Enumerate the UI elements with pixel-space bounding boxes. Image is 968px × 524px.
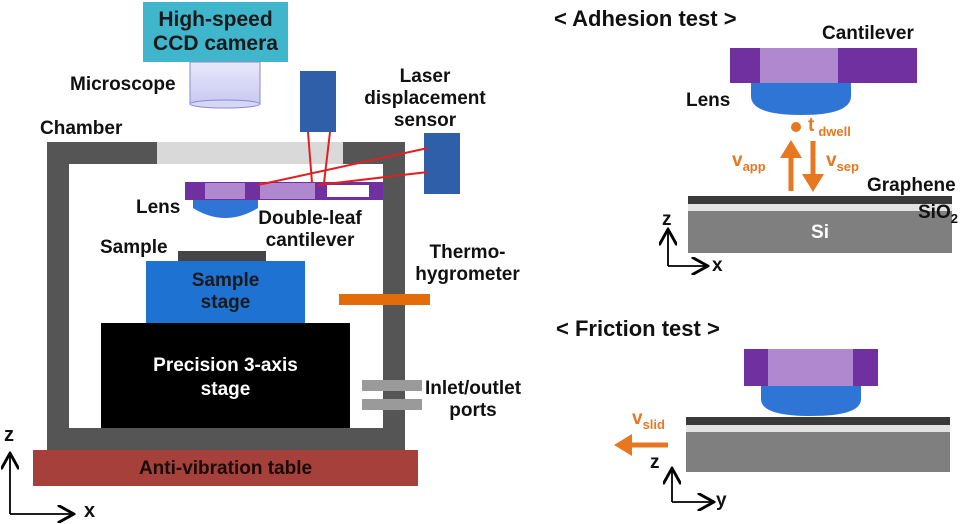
port-2 [362,399,422,410]
microscope-lens-end [189,99,261,109]
camera-label: High-speed CCD camera [153,8,278,55]
sample-stage [146,261,305,323]
table-label: Anti-vibration table [138,458,313,479]
chamber-right-wall [383,142,405,428]
v-slid-sub: slid [642,417,665,432]
setup-axis-z-label: z [4,424,14,446]
friction-axis-z-label: z [650,452,660,473]
sliding-arrowhead [614,434,632,456]
setup-axes [10,455,72,514]
friction-axis-y-label: y [716,490,727,511]
thermo-hygrometer [339,294,430,305]
chamber-bottom [47,428,405,450]
adhesion-title: < Adhesion test > [554,6,737,31]
dwell-point [791,122,801,132]
adhesion-axis-x-label: x [712,255,723,276]
friction-axes [672,470,712,502]
v-sep-main: v [826,150,837,171]
dwell-main: t [808,115,815,136]
microscope-tube [189,61,261,105]
sample [178,251,266,261]
cantilever-slot [327,185,369,197]
setup-lens [193,200,258,218]
ccd-camera [143,2,288,62]
chamber-window [157,142,343,164]
friction-graphene [686,417,950,425]
sio2-sub: 2 [950,211,958,226]
sample-stage-label: Sample stage [191,270,260,313]
laser-sensor-top [300,71,336,132]
adhesion-axis-z-label: z [662,209,672,230]
friction-title: < Friction test > [556,316,720,341]
chamber-left-wall [47,142,69,428]
laser-beams [257,131,429,186]
v-sep-label: vsep [826,150,859,174]
precision-stage-label: Precision 3-axis stage [153,355,298,400]
v-slid-label: vslid [632,408,665,432]
adhesion-arrows [788,141,816,191]
port-1 [362,380,422,391]
separation-arrowhead [802,174,824,192]
cantilever-label: Double-leaf cantilever [258,208,362,251]
cantilever-light-2 [260,183,315,199]
adhesion-axes [668,231,706,266]
v-app-main: v [732,150,743,171]
friction-lens [761,386,861,416]
microscope-label: Microscope [70,74,176,95]
laser-sensor-label: Laser displacement sensor [364,66,486,131]
chamber-top-left [47,142,157,164]
friction-sio2 [686,425,950,432]
adhesion-si [688,211,952,253]
lens-label: Lens [136,197,181,218]
sample-label: Sample [100,237,168,258]
precision-stage [101,323,350,428]
chamber-label: Chamber [40,118,123,139]
anti-vibration-table [33,450,418,486]
ports-label: Inlet/outlet ports [424,378,522,421]
adhesion-cantilever-label: Cantilever [822,23,914,44]
v-app-label: vapp [732,150,766,174]
cantilever-light-1 [205,183,245,199]
adhesion-lens [751,83,851,115]
v-sep-sub: sep [836,159,859,174]
si-label: Si [811,222,829,243]
adhesion-lens-label: Lens [686,90,731,111]
adhesion-cantilever-light [760,48,838,83]
friction-si [686,432,950,472]
laser-sensor-side [424,133,460,194]
sio2-label: SiO2 [918,202,958,226]
v-slid-main: v [632,408,643,429]
adhesion-sio2 [688,204,952,211]
approach-arrowhead [780,140,802,158]
dwell-sub: dwell [818,124,851,139]
sio2-main: SiO [918,202,951,223]
setup-axis-x-label: x [84,500,96,522]
friction-cantilever-light [768,349,853,386]
thermo-label: Thermo- hygrometer [415,242,520,285]
adhesion-graphene [688,196,952,204]
v-app-sub: app [742,159,766,174]
graphene-label: Graphene [867,175,956,196]
